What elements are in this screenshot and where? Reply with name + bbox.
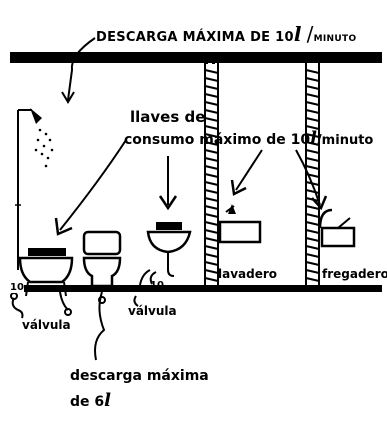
pipe-rung <box>305 141 320 146</box>
pipe-hatching <box>204 69 320 282</box>
washbasin <box>139 222 192 286</box>
title-l-symbol: l <box>293 22 302 46</box>
arrow-to-kitchen <box>295 149 321 206</box>
descarga-l-symbol: l <box>104 390 111 411</box>
pipe-rung <box>204 101 219 106</box>
pipe-rung <box>305 69 320 74</box>
arrow-to-laundry <box>235 149 263 191</box>
pipe-rung <box>305 245 320 250</box>
pipe-rung <box>204 269 219 274</box>
bidet <box>18 248 74 297</box>
valvula-left-label: válvula <box>22 318 71 332</box>
title-text: DESCARGA MÁXIMA DE 10 <box>96 30 294 45</box>
pipe-rung <box>204 69 219 74</box>
fregadero-label: fregadero <box>322 267 387 281</box>
ceiling-beam <box>10 52 382 63</box>
pipe-rung <box>204 221 219 226</box>
pipe-rung <box>305 269 320 274</box>
pipe-rung <box>204 117 219 122</box>
pipe-rung <box>204 109 219 114</box>
ten-right-label: 10 <box>150 280 164 291</box>
lavadero-label: lavadero <box>218 267 278 281</box>
floor-beam <box>10 285 382 292</box>
pipe-rung <box>204 253 219 258</box>
pipe-rung <box>305 221 320 226</box>
pipe-rung <box>204 197 219 202</box>
title-label: DESCARGA MÁXIMA DE 10l /MINUTO <box>96 22 356 46</box>
pipe-rung <box>204 133 219 138</box>
pipe-rung <box>305 165 320 170</box>
llaves-per-minuto: /minuto <box>316 133 374 148</box>
pipe-rung <box>305 277 320 282</box>
descarga-line2: de 6l <box>70 390 111 411</box>
ten-left-label: 10 <box>10 282 24 293</box>
arrow-to-kitchen-head <box>311 195 328 211</box>
title-minuto: MINUTO <box>313 34 357 44</box>
title-slash: / <box>306 22 314 46</box>
arrow-to-basin-head <box>158 195 178 211</box>
valve-left-mark <box>10 291 72 319</box>
pipe-rung <box>204 237 219 242</box>
pipe-rung <box>204 189 219 194</box>
valvula-right-label: válvula <box>128 304 177 318</box>
pipe-rung <box>204 77 219 82</box>
pipe-rung <box>305 93 320 98</box>
llaves-line2: consumo máximo de 10l/minuto <box>124 128 373 149</box>
pipe-rung <box>204 261 219 266</box>
pipe-rung <box>305 189 320 194</box>
pipe-rung <box>305 261 320 266</box>
descarga-line2-text: de 6 <box>70 394 105 410</box>
pipe-rung <box>204 149 219 154</box>
pipe-rung <box>204 181 219 186</box>
pipe-rung <box>204 85 219 90</box>
title-arrow-head <box>61 91 75 104</box>
arrow-to-bidet <box>59 139 127 231</box>
pipe-rung <box>305 85 320 90</box>
pipe-rung <box>204 277 219 282</box>
pipe-rung <box>305 237 320 242</box>
pipe-rung <box>305 149 320 154</box>
valve-right-mark <box>133 271 157 307</box>
title-arrow <box>67 37 96 101</box>
pipe-rung <box>305 253 320 258</box>
shower <box>15 108 54 270</box>
pipe-rung <box>305 125 320 130</box>
laundry-sink <box>218 204 262 244</box>
pipe-rung <box>305 101 320 106</box>
pipe-rung <box>305 109 320 114</box>
pipe-rung <box>305 77 320 82</box>
toilet <box>82 230 122 288</box>
pipe-rung <box>204 229 219 234</box>
arrow-to-laundry-head <box>230 179 247 196</box>
llaves-line1-text: llaves de <box>130 108 206 126</box>
pipe-rung <box>204 213 219 218</box>
descarga-line1: descarga máxima <box>70 368 209 384</box>
llaves-l-symbol: l <box>310 128 317 149</box>
pipe-rung <box>204 125 219 130</box>
pipe-rung <box>305 157 320 162</box>
pipe-rung <box>305 117 320 122</box>
arrow-to-bidet-head <box>54 217 73 236</box>
pipe-rung <box>204 157 219 162</box>
descarga-arrow-dot <box>98 296 106 304</box>
pipe-rung <box>204 245 219 250</box>
pipe-rung <box>305 229 320 234</box>
pipe-rung <box>204 141 219 146</box>
pipe-rung <box>204 205 219 210</box>
pipe-rung <box>305 213 320 218</box>
llaves-line2-text: consumo máximo de 10 <box>124 132 311 148</box>
pipe-rung <box>204 173 219 178</box>
pipe-rung <box>305 133 320 138</box>
kitchen-sink <box>318 208 356 248</box>
pipe-rung <box>204 165 219 170</box>
pipe-rung <box>204 93 219 98</box>
pipe-rung <box>305 205 320 210</box>
llaves-line1: llaves de <box>130 108 205 126</box>
